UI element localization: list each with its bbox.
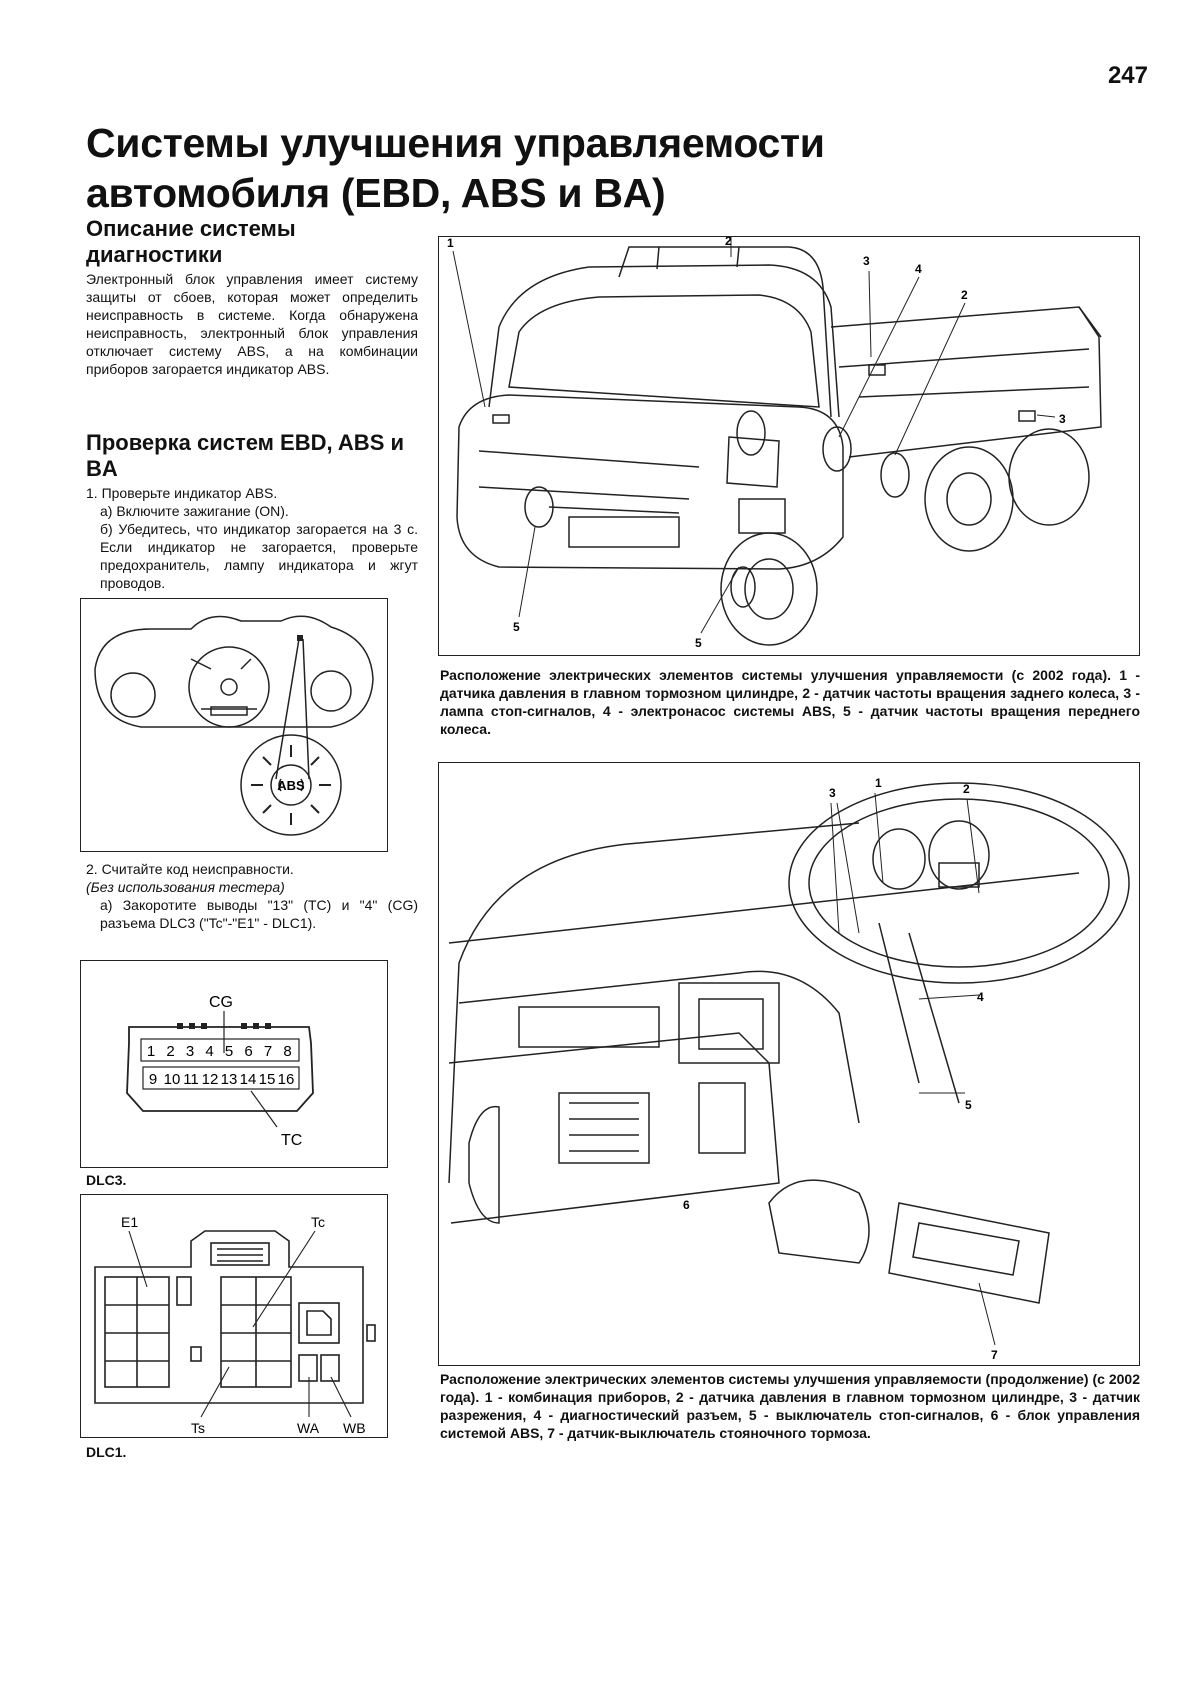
- cabin-callout-1: 1: [875, 776, 882, 790]
- dlc1-caption: DLC1.: [86, 1444, 127, 1460]
- truck-callout-3b: 3: [1059, 412, 1066, 426]
- dlc3-pin-2: 2: [166, 1043, 174, 1060]
- diagnostics-description: Электронный блок управления имеет систем…: [86, 271, 418, 377]
- dlc3-pin-13: 13: [221, 1071, 238, 1088]
- page-number: 247: [1107, 62, 1148, 89]
- cabin-callout-6: 6: [683, 1198, 690, 1212]
- step-2-note: (Без использования тестера): [86, 879, 285, 895]
- abs-indicator-figure: ABS: [80, 598, 388, 852]
- dlc1-label-wa: WA: [297, 1420, 320, 1436]
- truck-callout-3: 3: [863, 254, 870, 268]
- dlc3-pin-16: 16: [278, 1071, 295, 1088]
- cabin-callout-2: 2: [963, 782, 970, 796]
- page-title: Системы улучшения управляемости автомоби…: [86, 120, 825, 216]
- dlc3-pin-12: 12: [202, 1071, 219, 1088]
- truck-callout-5b: 5: [695, 636, 702, 650]
- dlc3-pin-8: 8: [283, 1043, 291, 1060]
- cabin-callout-7: 7: [991, 1348, 998, 1362]
- check-steps: 1. Проверьте индикатор ABS. а) Включите …: [86, 484, 418, 592]
- dlc3-pin-9: 9: [149, 1071, 157, 1088]
- step-1b: б) Убедитесь, что индикатор загорается н…: [100, 521, 418, 591]
- dlc3-pin-11: 11: [183, 1071, 199, 1088]
- cabin-callout-4: 4: [977, 990, 984, 1004]
- dlc3-pin-14: 14: [240, 1071, 257, 1088]
- abs-indicator-label: ABS: [277, 778, 305, 793]
- truck-figure-caption: Расположение электрических элементов сис…: [440, 667, 1140, 737]
- dlc3-pin-6: 6: [244, 1043, 252, 1060]
- dlc1-label-wb: WB: [343, 1420, 366, 1436]
- section-heading-check: Проверка систем EBD, ABS и BA: [86, 430, 405, 481]
- dlc3-pin-7: 7: [264, 1043, 272, 1060]
- cabin-figure: 1 2 3 4 5 6 7: [438, 762, 1140, 1366]
- dlc3-pin-5: 5: [225, 1043, 233, 1060]
- dlc1-label-ts: Ts: [191, 1420, 205, 1436]
- dlc3-caption: DLC3.: [86, 1172, 127, 1188]
- truck-callout-2: 2: [725, 237, 732, 248]
- dlc3-label-tc: TC: [281, 1132, 302, 1149]
- dlc3-pin-15: 15: [259, 1071, 276, 1088]
- dlc3-pin-1: 1: [147, 1043, 155, 1060]
- cabin-figure-caption: Расположение электрических элементов сис…: [440, 1371, 1140, 1441]
- step-2a: а) Закоротите выводы "13" (TC) и "4" (CG…: [100, 897, 418, 931]
- dlc1-label-e1: E1: [121, 1214, 138, 1230]
- truck-callout-2b: 2: [961, 288, 968, 302]
- step-2: 2. Считайте код неисправности.: [86, 861, 294, 877]
- read-code-steps: 2. Считайте код неисправности. (Без испо…: [86, 860, 418, 932]
- dlc3-pin-10: 10: [164, 1071, 181, 1088]
- dlc3-pin-3: 3: [186, 1043, 194, 1060]
- truck-callout-1: 1: [447, 237, 454, 250]
- cabin-callout-3: 3: [829, 786, 836, 800]
- dlc1-label-tc: Tc: [311, 1214, 325, 1230]
- cabin-callout-5: 5: [965, 1098, 972, 1112]
- section-heading-diagnostics: Описание системы диагностики: [86, 216, 296, 267]
- truck-figure: 1 2 3 4 2 3 5 5: [438, 236, 1140, 656]
- truck-callout-5: 5: [513, 620, 520, 634]
- dlc1-figure: E1 Tc Ts WA WB: [80, 1194, 388, 1438]
- step-1: 1. Проверьте индикатор ABS.: [86, 485, 278, 501]
- step-1a: а) Включите зажигание (ON).: [100, 503, 289, 519]
- truck-callout-4: 4: [915, 262, 922, 276]
- dlc3-label-cg: CG: [209, 994, 233, 1011]
- dlc3-pin-4: 4: [205, 1043, 213, 1060]
